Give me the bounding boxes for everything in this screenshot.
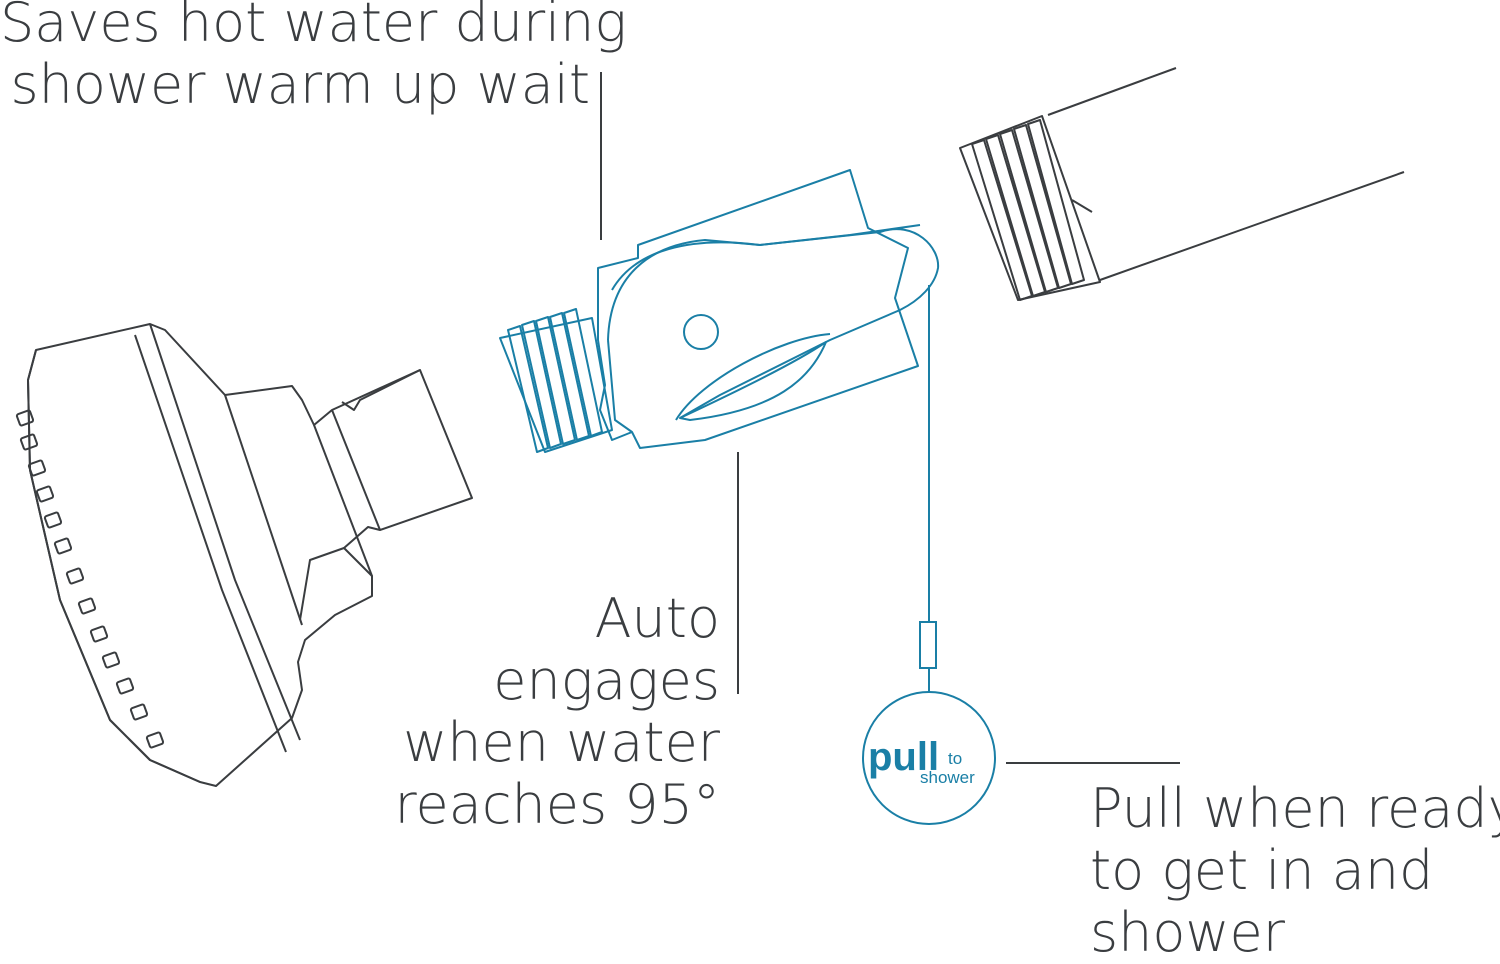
callout-saves-line1: Saves hot water during bbox=[0, 0, 627, 54]
callout-pull-line2: to get in and bbox=[1090, 839, 1434, 902]
pull-tag-small-shower: shower bbox=[920, 768, 975, 787]
shutoff-valve-icon bbox=[499, 169, 940, 453]
pull-tag-circle[interactable] bbox=[862, 691, 996, 825]
callout-pull-when-ready: Pull when ready to get in and shower bbox=[1090, 778, 1500, 964]
callout-auto-line3: when water bbox=[403, 711, 720, 774]
callout-auto-line4: reaches 95° bbox=[394, 773, 720, 836]
pull-tag-icon: pull to shower bbox=[862, 285, 996, 825]
callout-auto-line1: Auto bbox=[594, 587, 720, 650]
callout-auto-engages: Auto engages when water reaches 95° bbox=[330, 588, 720, 836]
callout-saves-line2: shower warm up wait bbox=[10, 53, 590, 116]
callout-pull-line1: Pull when ready bbox=[1090, 777, 1500, 840]
shower-arm-pipe-icon bbox=[959, 67, 1405, 301]
pull-cord-clip bbox=[919, 621, 937, 669]
callout-saves-hot-water: Saves hot water during shower warm up wa… bbox=[0, 0, 627, 116]
pull-tag-small-to: to bbox=[948, 749, 962, 768]
pull-tag-big-text: pull bbox=[868, 735, 939, 779]
callout-auto-line2: engages bbox=[493, 649, 720, 712]
shower-head-icon bbox=[15, 323, 473, 787]
